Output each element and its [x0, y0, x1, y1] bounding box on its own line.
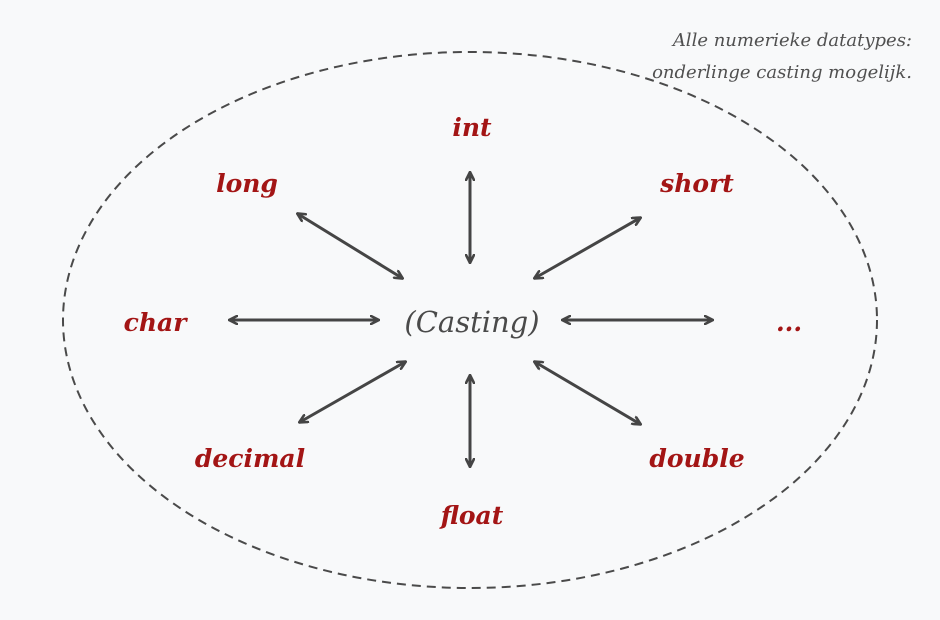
arrow-long: [298, 214, 402, 278]
type-label-long: long: [216, 169, 278, 198]
arrow-decimal: [300, 362, 405, 422]
caption-line-1: Alle numerieke datatypes:: [671, 30, 912, 51]
type-label-short: short: [659, 169, 734, 198]
type-label-double: double: [649, 444, 744, 473]
type-label-decimal: decimal: [195, 444, 305, 473]
casting-center-label: (Casting): [404, 305, 539, 339]
type-label-more: ...: [776, 308, 802, 337]
numeric-types-boundary: [62, 51, 878, 589]
arrow-double: [535, 362, 640, 424]
type-label-int: int: [452, 113, 492, 142]
type-label-char: char: [124, 308, 189, 337]
arrow-short: [535, 218, 640, 278]
type-label-float: float: [439, 501, 504, 530]
caption-line-2: onderlinge casting mogelijk.: [652, 62, 912, 83]
